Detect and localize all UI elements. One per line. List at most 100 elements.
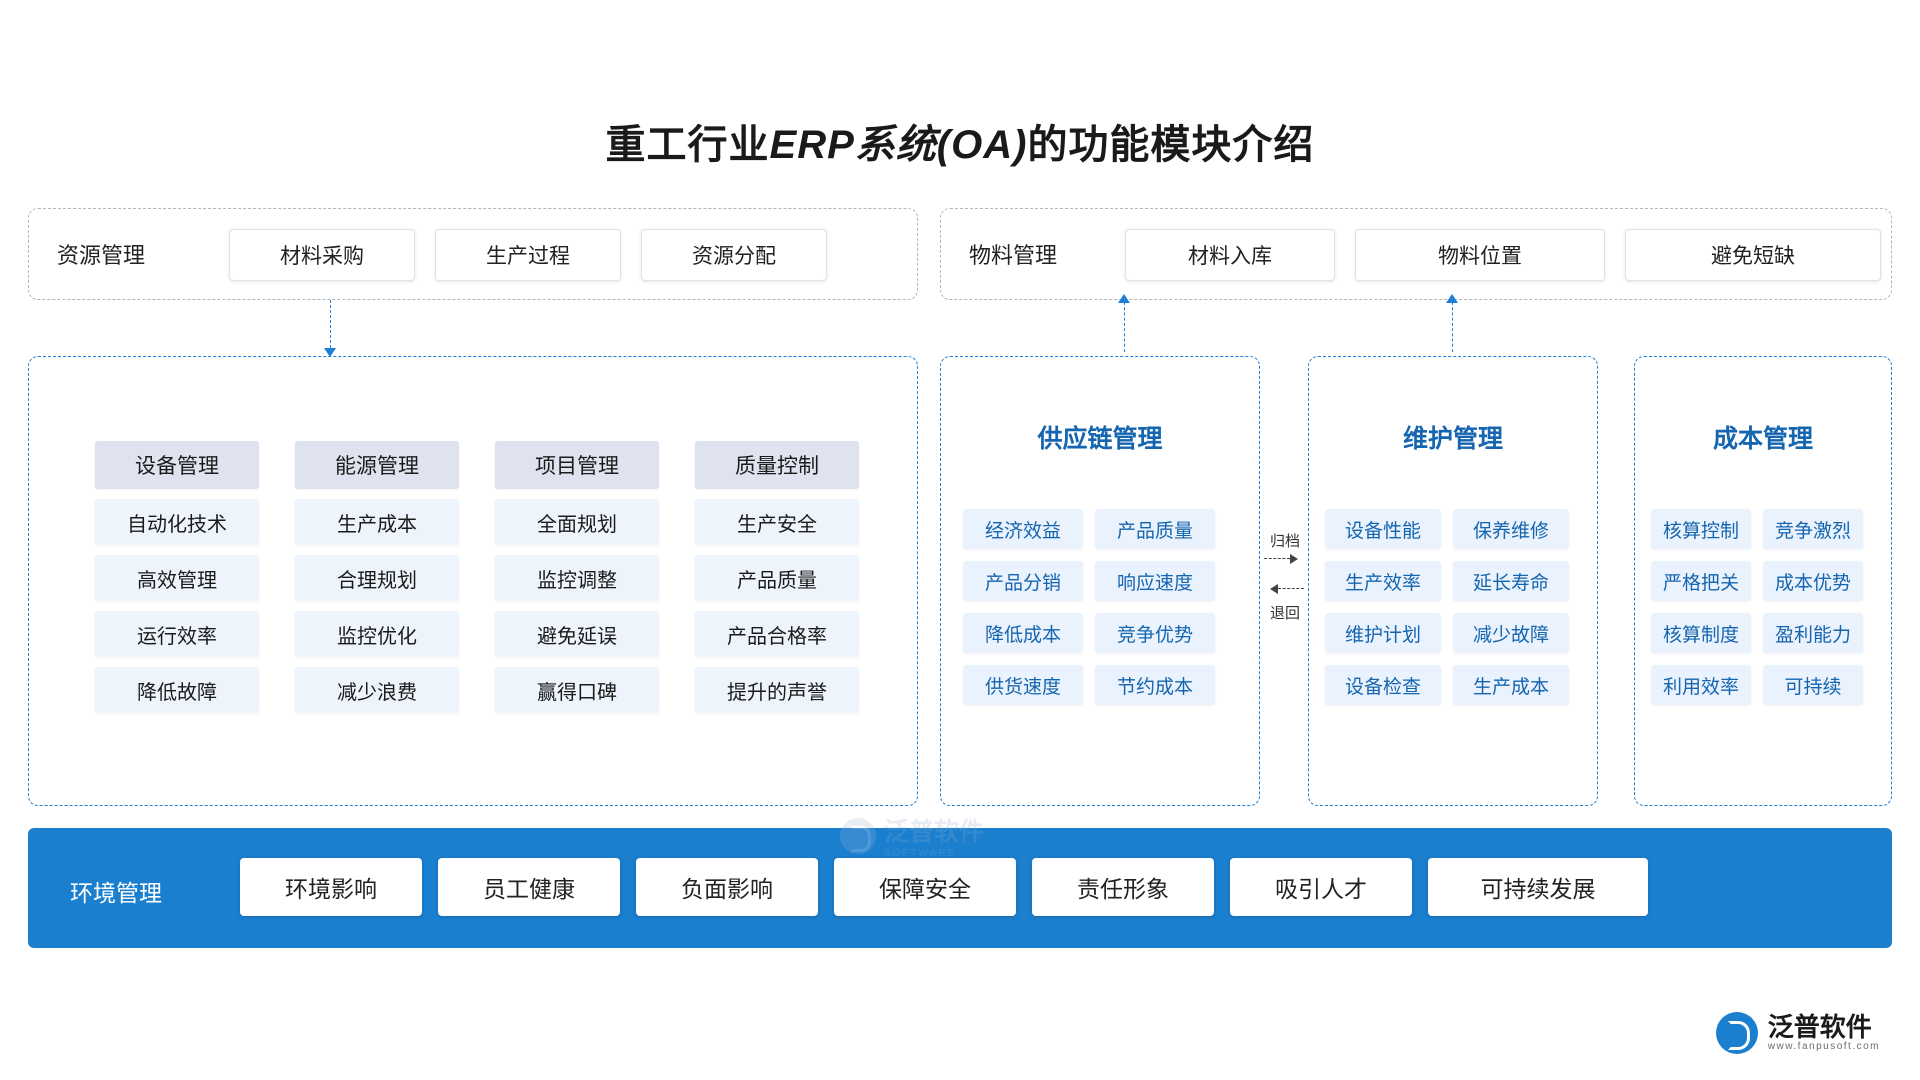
supply-row-3: 降低成本 竞争优势 [963, 613, 1215, 653]
cell-energy-4[interactable]: 减少浪费 [295, 667, 459, 713]
tag-maint-2-2[interactable]: 延长寿命 [1453, 561, 1569, 601]
column-energy-management: 能源管理 生产成本 合理规划 监控优化 减少浪费 [295, 441, 459, 723]
chip-attract-talent[interactable]: 吸引人才 [1230, 858, 1412, 916]
tag-maint-1-1[interactable]: 设备性能 [1325, 509, 1441, 549]
cell-equipment-1[interactable]: 自动化技术 [95, 499, 259, 545]
cost-row-3: 核算制度 盈利能力 [1651, 613, 1863, 653]
chip-avoid-shortage[interactable]: 避免短缺 [1625, 229, 1881, 281]
tag-cost-4-1[interactable]: 利用效率 [1651, 665, 1751, 705]
cell-quality-2[interactable]: 产品质量 [695, 555, 859, 601]
tag-cost-3-2[interactable]: 盈利能力 [1763, 613, 1863, 653]
environment-management-band: 环境管理 环境影响 员工健康 负面影响 保障安全 责任形象 吸引人才 可持续发展 [28, 828, 1892, 948]
tag-maint-1-2[interactable]: 保养维修 [1453, 509, 1569, 549]
maintenance-panel: 维护管理 设备性能 保养维修 生产效率 延长寿命 维护计划 减少故障 设备检查 … [1308, 356, 1598, 806]
column-head-equipment-management[interactable]: 设备管理 [95, 441, 259, 489]
left-modules-panel: 设备管理 自动化技术 高效管理 运行效率 降低故障 能源管理 生产成本 合理规划… [28, 356, 918, 806]
chip-sustainable-development[interactable]: 可持续发展 [1428, 858, 1648, 916]
tag-cost-1-1[interactable]: 核算控制 [1651, 509, 1751, 549]
cell-equipment-4[interactable]: 降低故障 [95, 667, 259, 713]
maint-row-3: 维护计划 减少故障 [1325, 613, 1569, 653]
brand-mark-icon [1715, 1012, 1758, 1054]
resource-management-bar: 资源管理 材料采购 生产过程 资源分配 [28, 208, 918, 300]
tag-cost-4-2[interactable]: 可持续 [1763, 665, 1863, 705]
return-label: 退回 [1269, 606, 1300, 622]
cell-energy-3[interactable]: 监控优化 [295, 611, 459, 657]
tag-supply-1-2[interactable]: 产品质量 [1095, 509, 1215, 549]
cell-project-3[interactable]: 避免延误 [495, 611, 659, 657]
chip-production-process[interactable]: 生产过程 [435, 229, 621, 281]
archive-arrow-head [1290, 554, 1298, 564]
chip-material-purchase[interactable]: 材料采购 [229, 229, 415, 281]
arrow-supply-to-material-head [1118, 294, 1130, 303]
tag-supply-4-2[interactable]: 节约成本 [1095, 665, 1215, 705]
page-title: 重工行业ERP系统(OA)的功能模块介绍 [0, 112, 1920, 170]
material-management-label: 物料管理 [969, 243, 1058, 268]
chip-ensure-safety[interactable]: 保障安全 [834, 858, 1016, 916]
cell-quality-4[interactable]: 提升的声誉 [695, 667, 859, 713]
arrow-maintenance-to-material-line [1452, 302, 1453, 352]
tag-cost-3-1[interactable]: 核算制度 [1651, 613, 1751, 653]
title-accent: ERP系统(OA) [769, 123, 1028, 167]
brand-text-sub: www.fanpusoft.com [1767, 1041, 1880, 1053]
cell-project-1[interactable]: 全面规划 [495, 499, 659, 545]
tag-maint-3-1[interactable]: 维护计划 [1325, 613, 1441, 653]
tag-maint-4-1[interactable]: 设备检查 [1325, 665, 1441, 705]
tag-maint-2-1[interactable]: 生产效率 [1325, 561, 1441, 601]
return-arrow-head [1270, 584, 1278, 594]
maintenance-title: 维护管理 [1402, 426, 1503, 453]
chip-negative-impact[interactable]: 负面影响 [636, 858, 818, 916]
archive-label: 归档 [1269, 534, 1300, 550]
chip-environment-impact[interactable]: 环境影响 [240, 858, 422, 916]
supply-chain-panel: 供应链管理 经济效益 产品质量 产品分销 响应速度 降低成本 竞争优势 供货速度… [940, 356, 1260, 806]
environment-management-label: 环境管理 [70, 881, 162, 906]
cost-management-panel: 成本管理 核算控制 竞争激烈 严格把关 成本优势 核算制度 盈利能力 利用效率 … [1634, 356, 1892, 806]
cell-project-4[interactable]: 赢得口碑 [495, 667, 659, 713]
material-management-bar: 物料管理 材料入库 物料位置 避免短缺 [940, 208, 1892, 300]
brand-text-main: 泛普软件 [1767, 1012, 1872, 1042]
column-equipment-management: 设备管理 自动化技术 高效管理 运行效率 降低故障 [95, 441, 259, 723]
maint-row-1: 设备性能 保养维修 [1325, 509, 1569, 549]
cell-energy-2[interactable]: 合理规划 [295, 555, 459, 601]
column-quality-control: 质量控制 生产安全 产品质量 产品合格率 提升的声誉 [695, 441, 859, 723]
arrow-supply-to-material-line [1124, 302, 1125, 352]
column-head-quality-control[interactable]: 质量控制 [695, 441, 859, 489]
chip-material-inbound[interactable]: 材料入库 [1125, 229, 1335, 281]
tag-cost-2-2[interactable]: 成本优势 [1763, 561, 1863, 601]
cell-equipment-2[interactable]: 高效管理 [95, 555, 259, 601]
brand-logo: 泛普软件 www.fanpusoft.com [1715, 1012, 1880, 1054]
cell-energy-1[interactable]: 生产成本 [295, 499, 459, 545]
maint-row-2: 生产效率 延长寿命 [1325, 561, 1569, 601]
cost-row-2: 严格把关 成本优势 [1651, 561, 1863, 601]
chip-responsible-image[interactable]: 责任形象 [1032, 858, 1214, 916]
column-head-project-management[interactable]: 项目管理 [495, 441, 659, 489]
tag-supply-2-1[interactable]: 产品分销 [963, 561, 1083, 601]
cell-project-2[interactable]: 监控调整 [495, 555, 659, 601]
tag-maint-3-2[interactable]: 减少故障 [1453, 613, 1569, 653]
cell-equipment-3[interactable]: 运行效率 [95, 611, 259, 657]
tag-supply-3-2[interactable]: 竞争优势 [1095, 613, 1215, 653]
arrow-maintenance-to-material-head [1446, 294, 1458, 303]
cost-row-1: 核算控制 竞争激烈 [1651, 509, 1863, 549]
title-prefix: 重工行业 [605, 122, 770, 167]
tag-supply-2-2[interactable]: 响应速度 [1095, 561, 1215, 601]
supply-row-2: 产品分销 响应速度 [963, 561, 1215, 601]
tag-supply-3-1[interactable]: 降低成本 [963, 613, 1083, 653]
cell-quality-1[interactable]: 生产安全 [695, 499, 859, 545]
arrow-resource-to-left-line [330, 300, 331, 348]
tag-maint-4-2[interactable]: 生产成本 [1453, 665, 1569, 705]
archive-return-connector: 归档 退回 [1262, 530, 1308, 650]
tag-cost-2-1[interactable]: 严格把关 [1651, 561, 1751, 601]
column-head-energy-management[interactable]: 能源管理 [295, 441, 459, 489]
tag-cost-1-2[interactable]: 竞争激烈 [1763, 509, 1863, 549]
cell-quality-3[interactable]: 产品合格率 [695, 611, 859, 657]
arrow-resource-to-left-head [324, 348, 336, 357]
tag-supply-1-1[interactable]: 经济效益 [963, 509, 1083, 549]
title-suffix: 的功能模块介绍 [1027, 122, 1315, 167]
chip-material-location[interactable]: 物料位置 [1355, 229, 1605, 281]
tag-supply-4-1[interactable]: 供货速度 [963, 665, 1083, 705]
chip-resource-allocation[interactable]: 资源分配 [641, 229, 827, 281]
chip-employee-health[interactable]: 员工健康 [438, 858, 620, 916]
cost-row-4: 利用效率 可持续 [1651, 665, 1863, 705]
cost-management-title: 成本管理 [1712, 426, 1813, 453]
